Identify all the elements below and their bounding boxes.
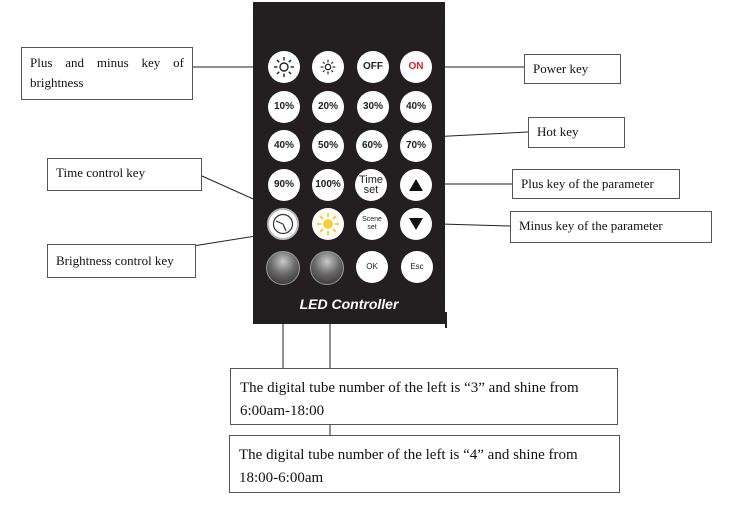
label-plus-key: Plus key of the parameter	[512, 169, 680, 199]
preset-100-button[interactable]: 100%	[312, 169, 344, 201]
scene-set-button[interactable]: Scene set	[356, 208, 388, 240]
brightness-minus-button[interactable]	[312, 51, 344, 83]
digital-tube-left-button[interactable]	[266, 251, 300, 285]
ok-button[interactable]: OK	[356, 251, 388, 283]
triangle-down-icon	[409, 218, 423, 230]
brand-label: LED Controller	[299, 296, 399, 312]
preset-40-second-button[interactable]: 40%	[268, 130, 300, 162]
time-set-button[interactable]: Time set	[355, 169, 387, 201]
brightness-plus-button[interactable]	[268, 51, 300, 83]
time-set-label-1: Time	[358, 173, 384, 186]
sun-plus-icon	[274, 57, 294, 77]
parameter-minus-button[interactable]	[400, 208, 432, 240]
label-hot-key: Hot key	[528, 117, 625, 148]
label-time-control-key: Time control key	[47, 158, 202, 191]
scene-set-label-2: set	[367, 224, 377, 231]
time-control-button[interactable]	[267, 208, 299, 240]
on-button[interactable]: ON	[400, 51, 432, 83]
parameter-plus-button[interactable]	[400, 169, 432, 201]
sun-minus-icon	[320, 59, 336, 75]
time-set-label-2: set	[363, 184, 379, 196]
clock-icon	[272, 213, 294, 235]
label-power-key: Power key	[524, 54, 621, 84]
remote-notch	[445, 312, 447, 328]
label-brightness-keys: Plus and minus key of brightness	[21, 47, 193, 100]
label-brightness-control-key: Brightness control key	[47, 244, 196, 278]
preset-70-button[interactable]: 70%	[400, 130, 432, 162]
preset-40-button[interactable]: 40%	[400, 91, 432, 123]
digital-tube-right-button[interactable]	[310, 251, 344, 285]
scene-set-label-1: Scene	[362, 216, 382, 224]
off-button[interactable]: OFF	[357, 51, 389, 83]
preset-60-button[interactable]: 60%	[356, 130, 388, 162]
preset-10-button[interactable]: 10%	[268, 91, 300, 123]
label-minus-key: Minus key of the parameter	[510, 211, 712, 243]
preset-30-button[interactable]: 30%	[357, 91, 389, 123]
sun-yellow-icon	[317, 213, 339, 235]
brightness-control-button[interactable]	[312, 208, 344, 240]
triangle-up-icon	[409, 179, 423, 191]
preset-20-button[interactable]: 20%	[312, 91, 344, 123]
esc-button[interactable]: Esc	[401, 251, 433, 283]
preset-50-button[interactable]: 50%	[312, 130, 344, 162]
label-digital-tube-4: The digital tube number of the left is “…	[229, 435, 620, 493]
label-digital-tube-3: The digital tube number of the left is “…	[230, 368, 618, 425]
preset-90-button[interactable]: 90%	[268, 169, 300, 201]
